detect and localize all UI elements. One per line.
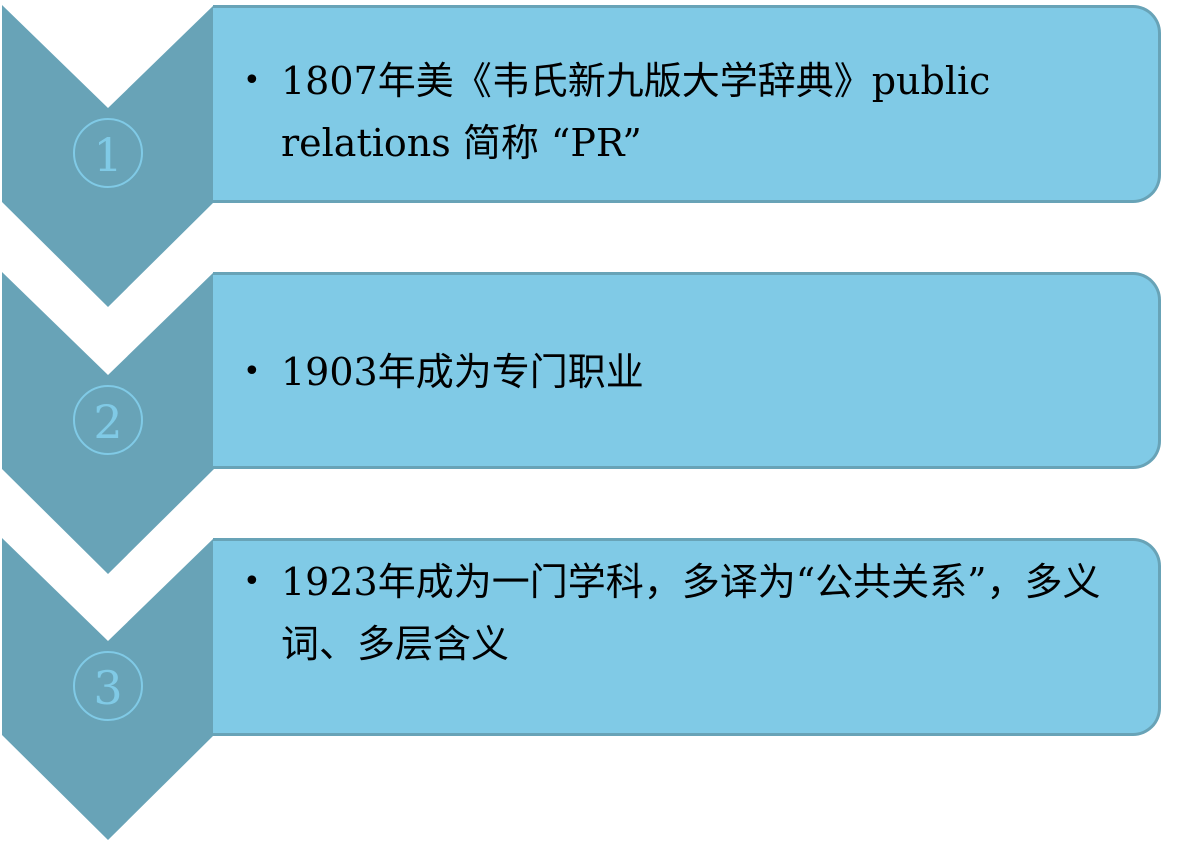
step-number-2: 2 <box>73 385 143 455</box>
step-box-3: • 1923年成为一门学科，多译为“公共关系”，多义词、多层含义 <box>213 538 1161 736</box>
step-text: 1923年成为一门学科，多译为“公共关系”，多义词、多层含义 <box>281 560 1101 666</box>
step-item-2: • 1903年成为专门职业 <box>243 341 1138 403</box>
step-number-3: 3 <box>73 651 143 721</box>
bullet-icon: • <box>243 63 261 98</box>
bullet-icon: • <box>243 354 261 389</box>
step-box-2: • 1903年成为专门职业 <box>213 272 1161 469</box>
step-text: 1807年美《韦氏新九版大学辞典》public relations 简称 “PR… <box>281 59 991 165</box>
step-number-1: 1 <box>73 118 143 188</box>
step-item-3: • 1923年成为一门学科，多译为“公共关系”，多义词、多层含义 <box>243 551 1138 675</box>
step-item-1: • 1807年美《韦氏新九版大学辞典》public relations 简称 “P… <box>243 50 1138 174</box>
step-box-1: • 1807年美《韦氏新九版大学辞典》public relations 简称 “P… <box>213 5 1161 203</box>
step-text: 1903年成为专门职业 <box>281 350 644 394</box>
bullet-icon: • <box>243 564 261 599</box>
